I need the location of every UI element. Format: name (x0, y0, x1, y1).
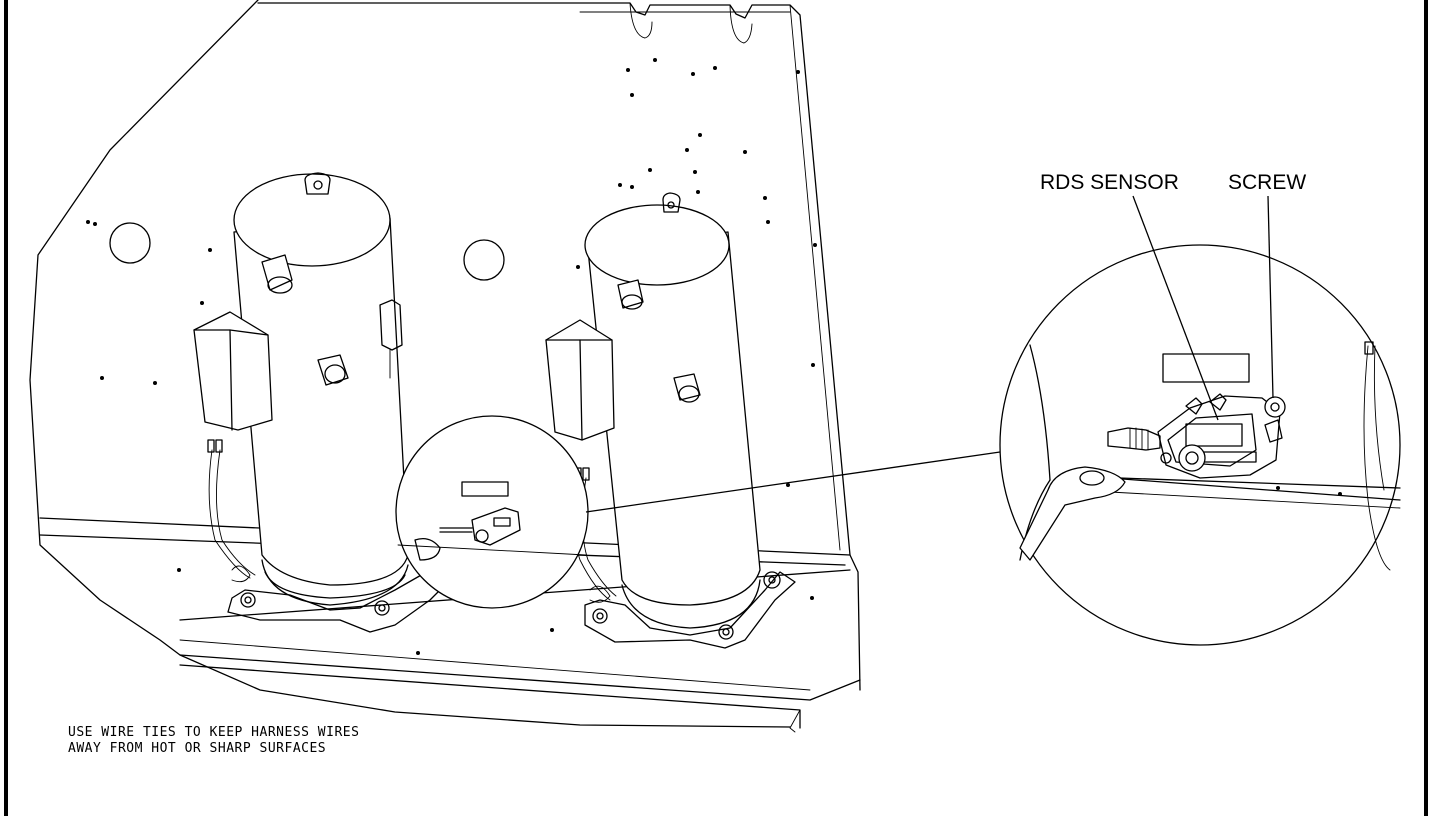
panel-holes (86, 58, 817, 655)
mount-bolts-right (592, 571, 781, 640)
detail-leader-line (585, 451, 1001, 513)
detail-view (999, 244, 1401, 646)
detail-circle-small (395, 415, 589, 609)
rds-sensor-label: RDS SENSOR (1040, 171, 1179, 194)
rds-sensor-small (439, 507, 521, 546)
view-clip-outline (29, 0, 791, 728)
screw-detail (1264, 396, 1286, 443)
compressor-right (545, 192, 796, 649)
page-border (4, 0, 1428, 816)
back-panel (86, 2, 851, 655)
wire-harness-left (207, 439, 256, 583)
screw-label: SCREW (1228, 171, 1306, 194)
compressor-left (193, 172, 446, 633)
wire-ties-note-line-2: AWAY FROM HOT OR SHARP SURFACES (68, 741, 326, 756)
wire-ties-note-line-1: USE WIRE TIES TO KEEP HARNESS WIRES (68, 725, 359, 740)
main-view (29, 0, 1001, 733)
rds-sensor-detail (1107, 393, 1281, 479)
callout-leaders (1132, 195, 1274, 421)
